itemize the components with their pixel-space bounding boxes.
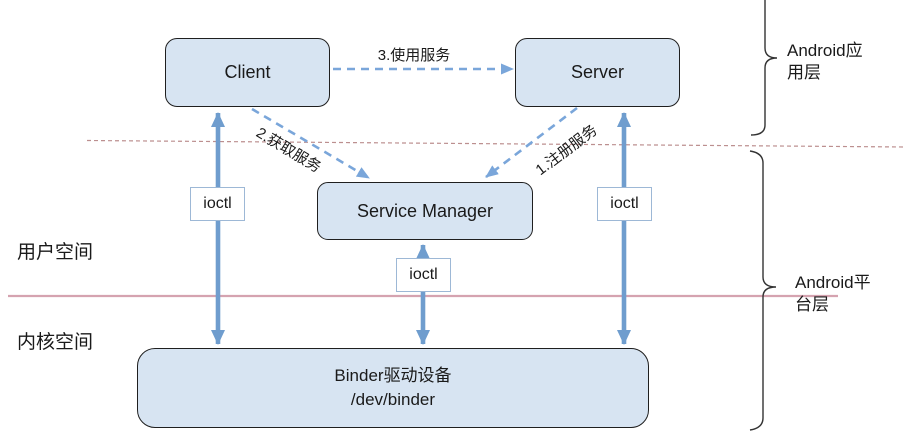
platform-layer-brace <box>749 150 777 431</box>
register-service-arrow <box>485 106 578 179</box>
android-platform-layer-label: Android平 台层 <box>795 273 871 314</box>
get-service-arrow <box>251 107 370 180</box>
ioctl-box-server: ioctl <box>597 187 652 221</box>
service-manager-node: Service Manager <box>317 182 533 240</box>
app-layer-brace <box>750 0 778 136</box>
client-node: Client <box>165 38 330 107</box>
ioctl-box-service-manager: ioctl <box>396 258 451 292</box>
server-node: Server <box>515 38 680 107</box>
kernel-space-label: 内核空间 <box>17 332 94 353</box>
user-space-label: 用户空间 <box>17 242 94 263</box>
binder-driver-node: Binder驱动设备 /dev/binder <box>137 348 649 428</box>
ioctl-box-client: ioctl <box>190 187 245 221</box>
android-app-layer-label: Android应 用层 <box>787 41 863 82</box>
use-service-label: 3.使用服务 <box>377 47 451 64</box>
app-layer-divider-dashed <box>86 139 906 148</box>
